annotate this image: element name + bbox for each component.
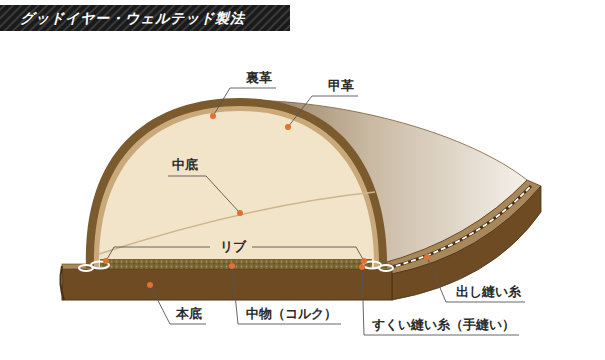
upper-leather [86,98,387,268]
part-label: 中物（コルク） [246,306,337,322]
outsole-stitch [388,186,531,268]
leader-line [150,285,206,324]
part-label: 出し縫い糸 [456,284,521,300]
cork-filler [100,259,372,269]
insole-line [99,192,375,254]
leader-line [106,247,210,261]
part-label: 中底 [172,157,198,173]
leader-line [168,176,240,213]
welt-stitch-loop [79,265,93,271]
outsole-side [392,186,541,300]
part-label: 甲革 [328,78,354,94]
leader-line [213,88,276,116]
leader-line [362,267,519,335]
leader-line [288,96,358,127]
leader-dot [147,282,153,288]
lining-leather [94,106,379,268]
insole [99,111,374,268]
leader-dot [210,113,216,119]
diagram-title: グッドイヤー・ウェルテッド製法 [20,9,245,27]
leader-dot [359,264,365,270]
part-label: すくい縫い糸（手縫い） [372,317,515,333]
part-label: 裏革 [246,70,272,86]
sole-edge [60,266,64,300]
leader-dot [361,258,367,264]
welt-stitch-loop [379,265,393,271]
part-label: リブ [218,239,248,255]
title-banner [0,5,290,31]
leader-dot [103,258,109,264]
leader-dot [285,124,291,130]
part-label: 本底 [176,306,202,322]
leader-dot [237,210,243,216]
leader-dot [229,263,235,269]
outsole-section [62,268,392,300]
leader-dot [424,254,430,260]
leader-line [252,247,364,261]
leader-line [232,266,341,324]
welt-stitch-groove [388,186,531,268]
leader-line [427,257,525,302]
